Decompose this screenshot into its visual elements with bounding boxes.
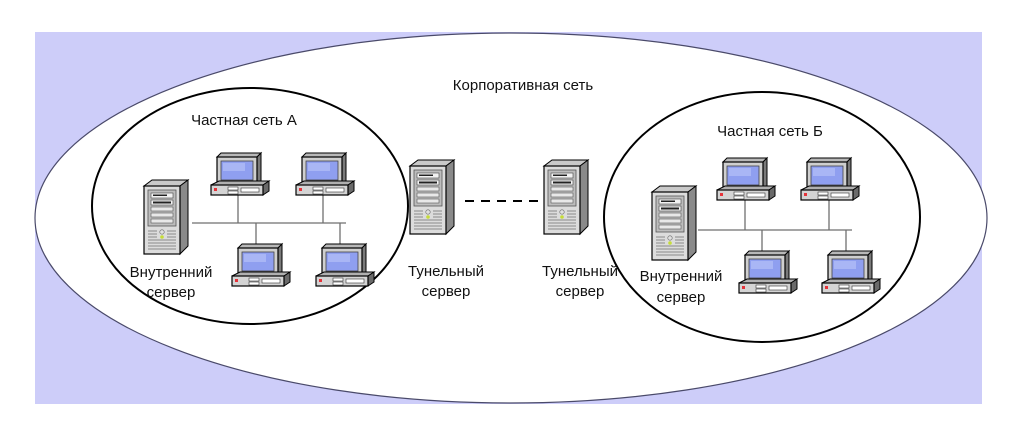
private-network-a-boundary xyxy=(91,87,409,325)
internal-server-b-label: Внутренний xyxy=(640,268,723,285)
network-b-bus xyxy=(698,196,852,255)
tunnel-server-a-label: Тунельный xyxy=(408,263,484,280)
corporate-network-label: Корпоративная сеть xyxy=(453,77,594,94)
workstation-a4-icon xyxy=(315,243,375,287)
internal-server-a-icon xyxy=(143,179,189,255)
workstation-a3-icon xyxy=(231,243,291,287)
workstation-b1-icon xyxy=(716,157,776,201)
private-network-b-boundary xyxy=(603,91,921,343)
workstation-a1-icon xyxy=(210,152,270,196)
tunnel-server-b-icon xyxy=(543,159,589,235)
tunnel-server-a-icon xyxy=(409,159,455,235)
internal-server-a-label-2: сервер xyxy=(147,284,196,301)
private-network-a: Частная сеть А Внутренний сервер xyxy=(91,87,409,325)
workstation-b2-icon xyxy=(800,157,860,201)
workstation-a2-icon xyxy=(295,152,355,196)
workstation-b3-icon xyxy=(738,250,798,294)
private-network-b: Частная сеть Б Внутренний сервер xyxy=(603,91,921,343)
internal-server-b-icon xyxy=(651,185,697,261)
tunnel-server-a-label-2: сервер xyxy=(422,283,471,300)
tunnel-server-b-label: Тунельный xyxy=(542,263,618,280)
private-network-b-label: Частная сеть Б xyxy=(717,123,823,140)
internal-server-a-label: Внутренний xyxy=(130,264,213,281)
workstation-b4-icon xyxy=(821,250,881,294)
corporate-network-boundary xyxy=(34,32,988,404)
tunnel-server-b-label-2: сервер xyxy=(556,283,605,300)
internal-server-b-label-2: сервер xyxy=(657,289,706,306)
private-network-a-label: Частная сеть А xyxy=(191,112,297,129)
